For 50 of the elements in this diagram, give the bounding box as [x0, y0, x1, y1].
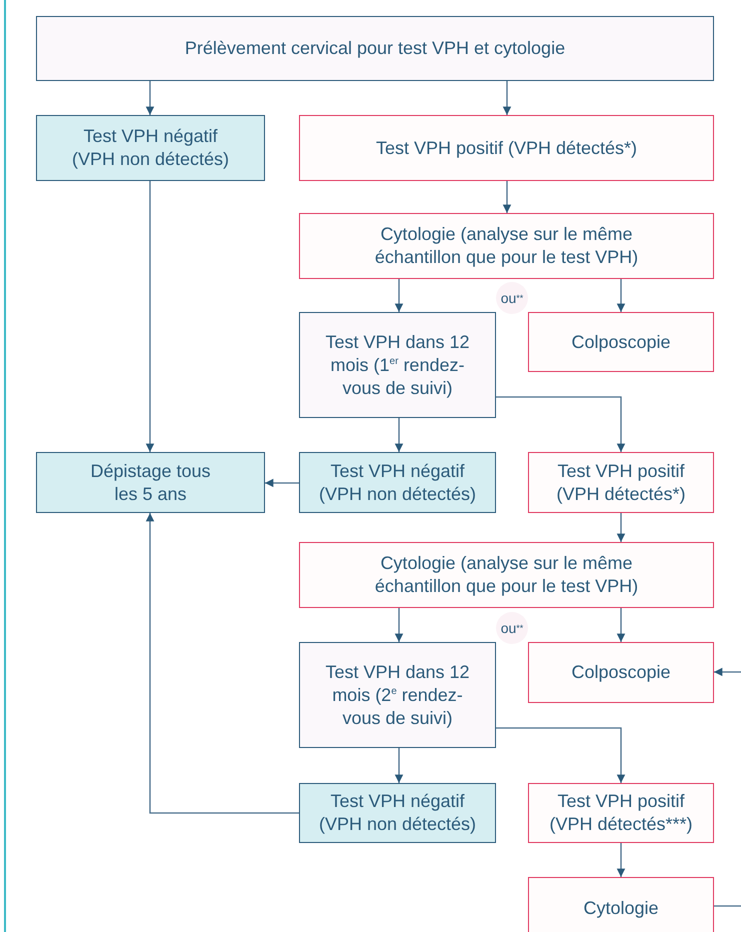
node-text: Test VPH négatif (VPH non détectés)	[318, 790, 478, 836]
node-text: Colposcopie	[571, 661, 671, 684]
connector-line	[714, 905, 741, 907]
node-text: Test VPH dans 12 mois (1$^{er}$ rendez-vous de suivi)	[324, 330, 471, 400]
arrow	[394, 279, 404, 312]
result-box	[528, 783, 714, 843]
node-text: Test VPH positif (VPH détectés*)	[555, 460, 687, 506]
arrow	[714, 668, 741, 676]
arrow	[146, 81, 154, 116]
arrow	[616, 608, 626, 642]
arrow	[146, 181, 154, 452]
result-box	[528, 452, 714, 513]
result-box	[528, 877, 714, 932]
node-text: Colposcopie	[571, 330, 671, 354]
result-box	[299, 542, 714, 608]
arrow	[394, 608, 404, 642]
result-box	[36, 115, 265, 181]
result-box	[299, 452, 496, 513]
process-box	[36, 16, 714, 81]
arrow	[264, 478, 299, 488]
process-box	[299, 642, 496, 748]
arrow	[496, 396, 626, 452]
process-box	[299, 312, 496, 418]
node-text: Test VPH négatif (VPH non détectés)	[70, 125, 230, 171]
arrow	[502, 81, 512, 116]
node-text: Cytologie (analyse sur le même échantillon que pour le test VPH)	[374, 223, 640, 269]
result-box	[299, 213, 714, 279]
arrow	[502, 181, 512, 214]
arrow	[496, 727, 626, 784]
result-box	[36, 452, 265, 513]
node-text: Prélèvement cervical pour test VPH et cytologie	[184, 37, 566, 60]
result-box	[299, 783, 496, 843]
arrow	[616, 843, 626, 878]
node-text: Cytologie (analyse sur le même échantillon que pour le test VPH)	[374, 552, 640, 598]
arrow	[394, 748, 404, 784]
arrow	[616, 513, 626, 542]
arrow	[616, 279, 626, 312]
node-text: Cytologie	[583, 896, 659, 920]
node-text: Test VPH négatif (VPH non détectés)	[318, 460, 478, 506]
arrow	[146, 512, 299, 814]
result-box	[299, 115, 714, 181]
result-box	[528, 312, 714, 372]
node-text: Test VPH dans 12 mois (2$^{e}$ rendez-vous de suivi)	[324, 660, 471, 730]
arrow	[394, 418, 404, 452]
node-text: Test VPH positif (VPH détectés***)	[548, 790, 694, 836]
node-text: Dépistage tous les 5 ans	[89, 460, 212, 506]
option-label: ou$^{**}$	[496, 282, 528, 314]
node-text: Test VPH positif (VPH détectés*)	[376, 136, 638, 160]
option-label: ou$^{**}$	[496, 612, 528, 644]
result-box	[528, 642, 714, 703]
